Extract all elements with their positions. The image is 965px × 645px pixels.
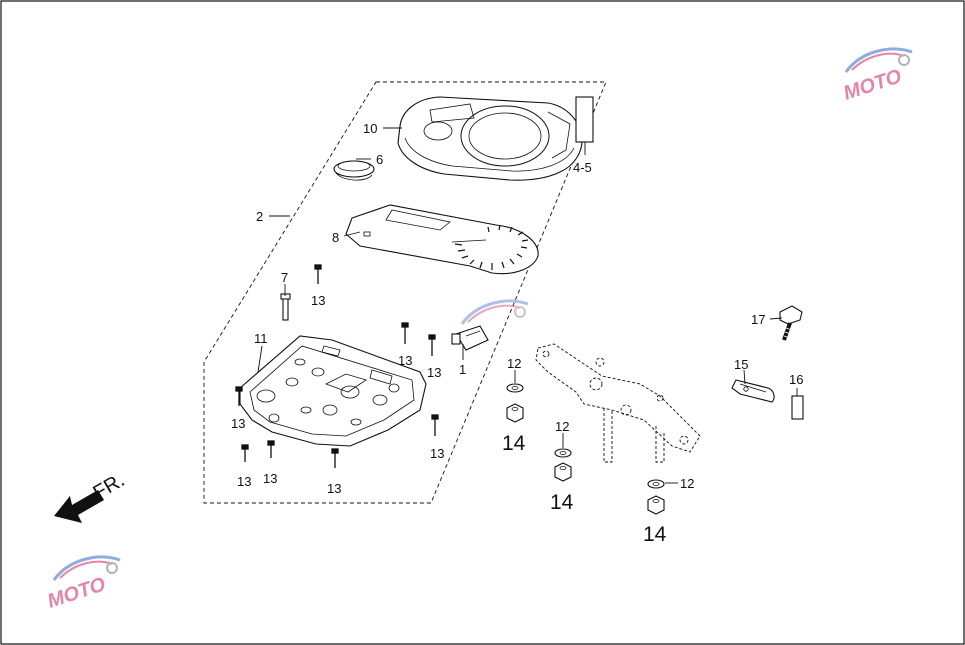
- callout-7: 7: [281, 270, 288, 285]
- callout-13-c: 13: [427, 365, 441, 380]
- callout-10: 10: [363, 121, 377, 136]
- grommet-part: [333, 160, 375, 181]
- callout-labels: 10 6 4-5 2 8 7 13 11 13 13 1 13 13 13 13…: [231, 121, 803, 496]
- callout-1: 1: [459, 362, 466, 377]
- washer-parts: [506, 383, 665, 489]
- sleeve-part: [791, 395, 804, 420]
- leader-lines: [257, 127, 798, 484]
- screw-parts: [235, 264, 439, 468]
- callout-15: 15: [734, 357, 748, 372]
- lower-case-part: [239, 335, 427, 447]
- callout-8: 8: [332, 230, 339, 245]
- callout-14-a: 14: [502, 432, 526, 455]
- clamp-part: [731, 379, 775, 403]
- watermark-logo-center: [460, 299, 529, 325]
- callout-14-b: 14: [550, 491, 574, 514]
- callout-17: 17: [751, 312, 765, 327]
- callout-12-a: 12: [507, 356, 521, 371]
- callout-16: 16: [789, 372, 803, 387]
- front-direction-indicator: FR.: [54, 469, 128, 523]
- meter-bracket: [535, 343, 701, 463]
- callout-13-g: 13: [327, 481, 341, 496]
- callout-6: 6: [376, 152, 383, 167]
- callout-11: 11: [254, 331, 268, 346]
- bolt-part: [779, 305, 803, 341]
- dial-face-part: [345, 204, 539, 275]
- meter-cover-part: [397, 96, 583, 181]
- callout-14-c: 14: [643, 523, 667, 546]
- callout-12-c: 12: [680, 476, 694, 491]
- callout-13-b: 13: [398, 353, 412, 368]
- callout-13-h: 13: [430, 446, 444, 461]
- callout-12-b: 12: [555, 419, 569, 434]
- svg-text:MOTO: MOTO: [841, 65, 905, 104]
- callout-13-f: 13: [263, 471, 277, 486]
- bulb-pin-part: [280, 293, 291, 321]
- front-arrow-icon: [54, 490, 104, 523]
- callout-13-e: 13: [237, 474, 251, 489]
- socket-part: [451, 325, 489, 351]
- callout-13-d: 13: [231, 416, 245, 431]
- callout-4-5: 4-5: [573, 160, 592, 175]
- watermark-logo-top: MOTO: [841, 47, 913, 105]
- label-sticker-part: [575, 96, 594, 143]
- watermark-logo-bottom: MOTO: [45, 555, 121, 613]
- callout-13-a: 13: [311, 293, 325, 308]
- callout-2: 2: [256, 209, 263, 224]
- assembly-boundary: [203, 81, 607, 504]
- callout-labels-large: 14 14 14: [502, 432, 667, 546]
- nut-parts: [506, 403, 665, 515]
